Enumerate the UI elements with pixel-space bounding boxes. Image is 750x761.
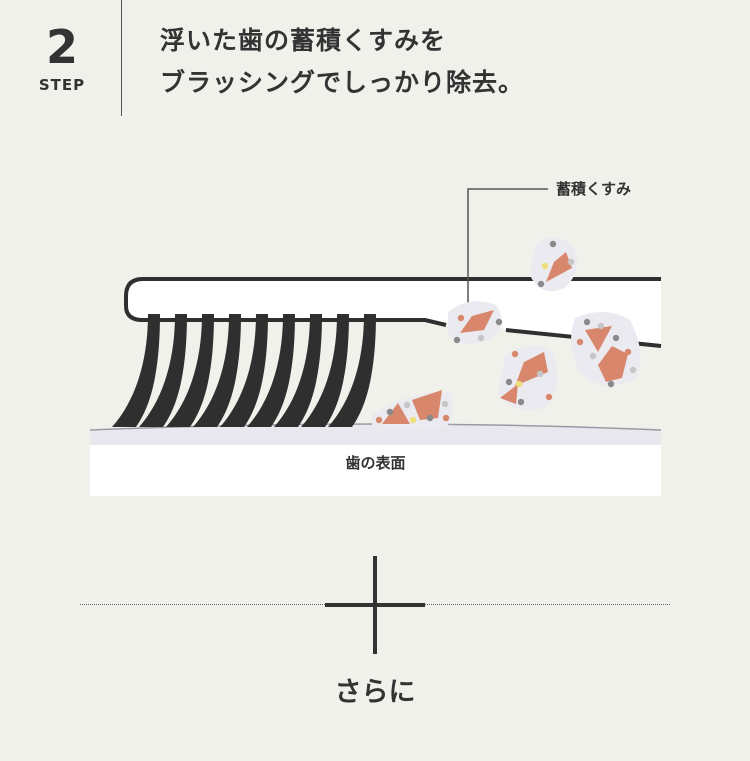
step-label: STEP <box>38 76 86 94</box>
tooth-surface <box>89 423 662 496</box>
bristle-tuft <box>220 314 268 427</box>
plaque-particle <box>530 237 578 292</box>
tooth-surface-body <box>90 445 661 496</box>
next-step-label: さらに <box>334 677 416 708</box>
bristle-tuft <box>166 314 214 427</box>
step-number: 2 <box>45 20 78 74</box>
heading-line-1: 浮いた歯の蓄積くすみを <box>160 26 447 55</box>
bristle-tuft <box>328 314 376 427</box>
plaque-particle <box>448 301 503 344</box>
toothbrush-head <box>126 279 661 346</box>
plaque-particle <box>372 390 454 430</box>
tooth-surface-band <box>90 424 661 445</box>
step-divider <box>121 0 122 116</box>
toothbrush-outline <box>124 277 661 327</box>
toothbrush <box>112 277 662 427</box>
bristle-tuft <box>112 314 160 427</box>
separator-line-right <box>425 604 670 605</box>
plus-icon <box>373 556 377 654</box>
bristle-tuft <box>274 314 322 427</box>
bristle-tuft <box>193 314 241 427</box>
plaque-leader-line <box>467 188 548 308</box>
bristle-tuft <box>301 314 349 427</box>
bristle-tuft <box>247 314 295 427</box>
plaque-particle <box>498 345 558 410</box>
bristle-tuft <box>139 314 187 427</box>
separator-line-left <box>80 604 325 605</box>
plaque-label: 蓄積くすみ <box>556 180 632 198</box>
heading-line-2: ブラッシングでしっかり除去。 <box>160 68 525 97</box>
step-heading: 浮いた歯の蓄積くすみを ブラッシングでしっかり除去。 <box>160 20 524 104</box>
tooth-surface-label: 歯の表面 <box>345 454 406 472</box>
step-indicator: 2 STEP <box>30 22 94 94</box>
plaque-particle <box>571 311 641 388</box>
